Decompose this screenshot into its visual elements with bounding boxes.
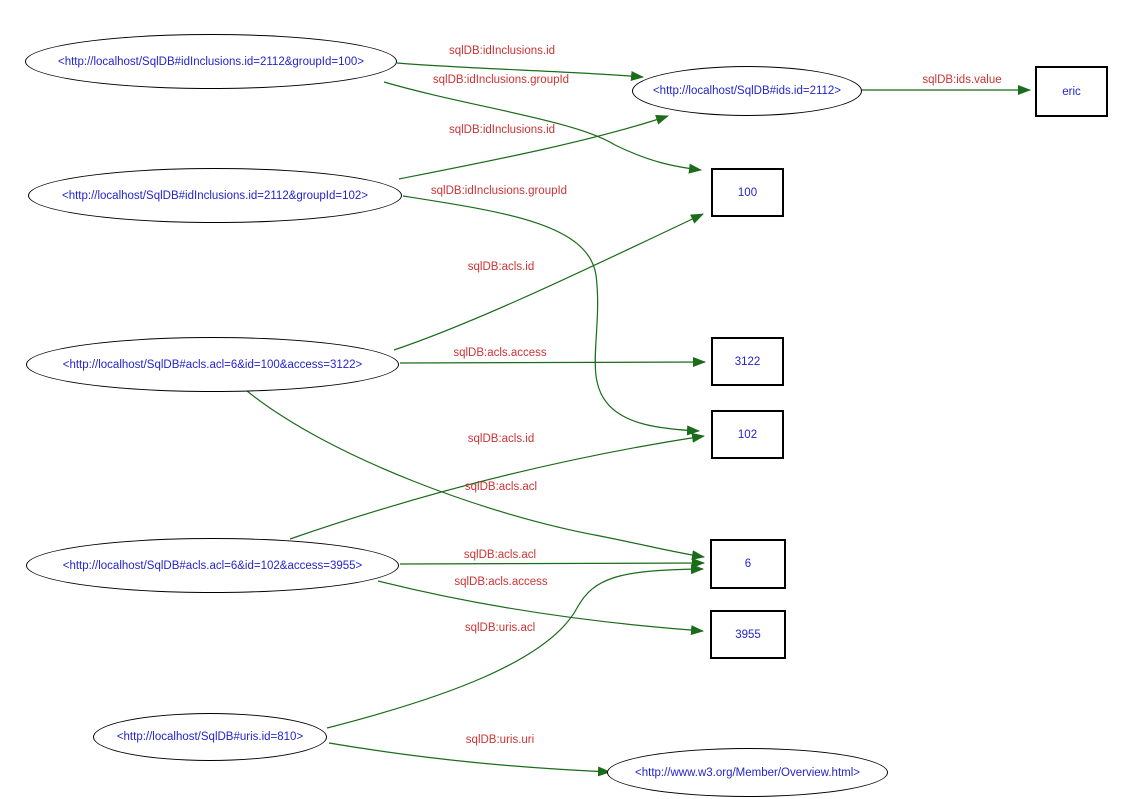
- edge-acls3955-id: [289, 432, 705, 540]
- node-idinclusions-2112-102: <http://localhost/SqlDB#idInclusions.id=…: [28, 168, 402, 223]
- node-uris-810: <http://localhost/SqlDB#uris.id=810>: [93, 713, 327, 761]
- node-literal-100: 100: [711, 168, 784, 217]
- edge-uris-acl: [326, 564, 704, 729]
- edge-label-ids-value: sqlDB:ids.value: [922, 74, 1002, 86]
- edge-idinclusions102-groupid: [402, 195, 700, 436]
- edge-label-acls3122-id: sqlDB:acls.id: [467, 261, 535, 273]
- edge-label-acls3955-id: sqlDB:acls.id: [467, 433, 535, 445]
- edge-label-idinclusions100-groupid: sqlDB:idInclusions.groupId: [432, 74, 570, 86]
- edge-acls3955-acl: [399, 558, 705, 569]
- node-literal-3122: 3122: [711, 337, 784, 386]
- edge-label-acls3955-acl: sqlDB:acls.acl: [463, 549, 537, 561]
- node-ids-2112: <http://localhost/SqlDB#ids.id=2112>: [632, 66, 862, 116]
- edge-label-idinclusions100-id: sqlDB:idInclusions.id: [448, 45, 556, 57]
- node-literal-102: 102: [711, 410, 784, 459]
- edge-label-uris-uri: sqlDB:uris.uri: [465, 734, 535, 746]
- edge-label-acls3122-acl: sqlDB:acls.acl: [464, 481, 538, 493]
- edge-label-idinclusions102-groupid: sqlDB:idInclusions.groupId: [430, 185, 568, 197]
- edge-acls3122-id: [393, 213, 704, 351]
- edge-idinclusions100-id: [396, 62, 644, 82]
- node-idinclusions-2112-100: <http://localhost/SqlDB#idInclusions.id=…: [25, 34, 397, 89]
- edge-uris-uri: [328, 742, 611, 777]
- node-literal-3955: 3955: [710, 610, 786, 659]
- node-acls-6-102-3955: <http://localhost/SqlDB#acls.acl=6&id=10…: [26, 538, 399, 593]
- edge-acls3955-access: [377, 580, 704, 636]
- node-literal-eric: eric: [1035, 66, 1108, 117]
- edge-acls3122-access: [399, 357, 706, 368]
- edge-acls3122-acl: [246, 390, 705, 561]
- edge-label-acls3122-access: sqlDB:acls.access: [453, 347, 547, 359]
- edge-label-uris-acl: sqlDB:uris.acl: [464, 622, 536, 634]
- node-literal-6: 6: [710, 539, 786, 589]
- edge-label-idinclusions102-id: sqlDB:idInclusions.id: [448, 124, 556, 136]
- edge-label-acls3955-access: sqlDB:acls.access: [454, 576, 548, 588]
- edge-idinclusions102-id: [398, 115, 669, 180]
- node-overview-html: <http://www.w3.org/Member/Overview.html>: [607, 748, 888, 797]
- node-acls-6-100-3122: <http://localhost/SqlDB#acls.acl=6&id=10…: [26, 337, 399, 392]
